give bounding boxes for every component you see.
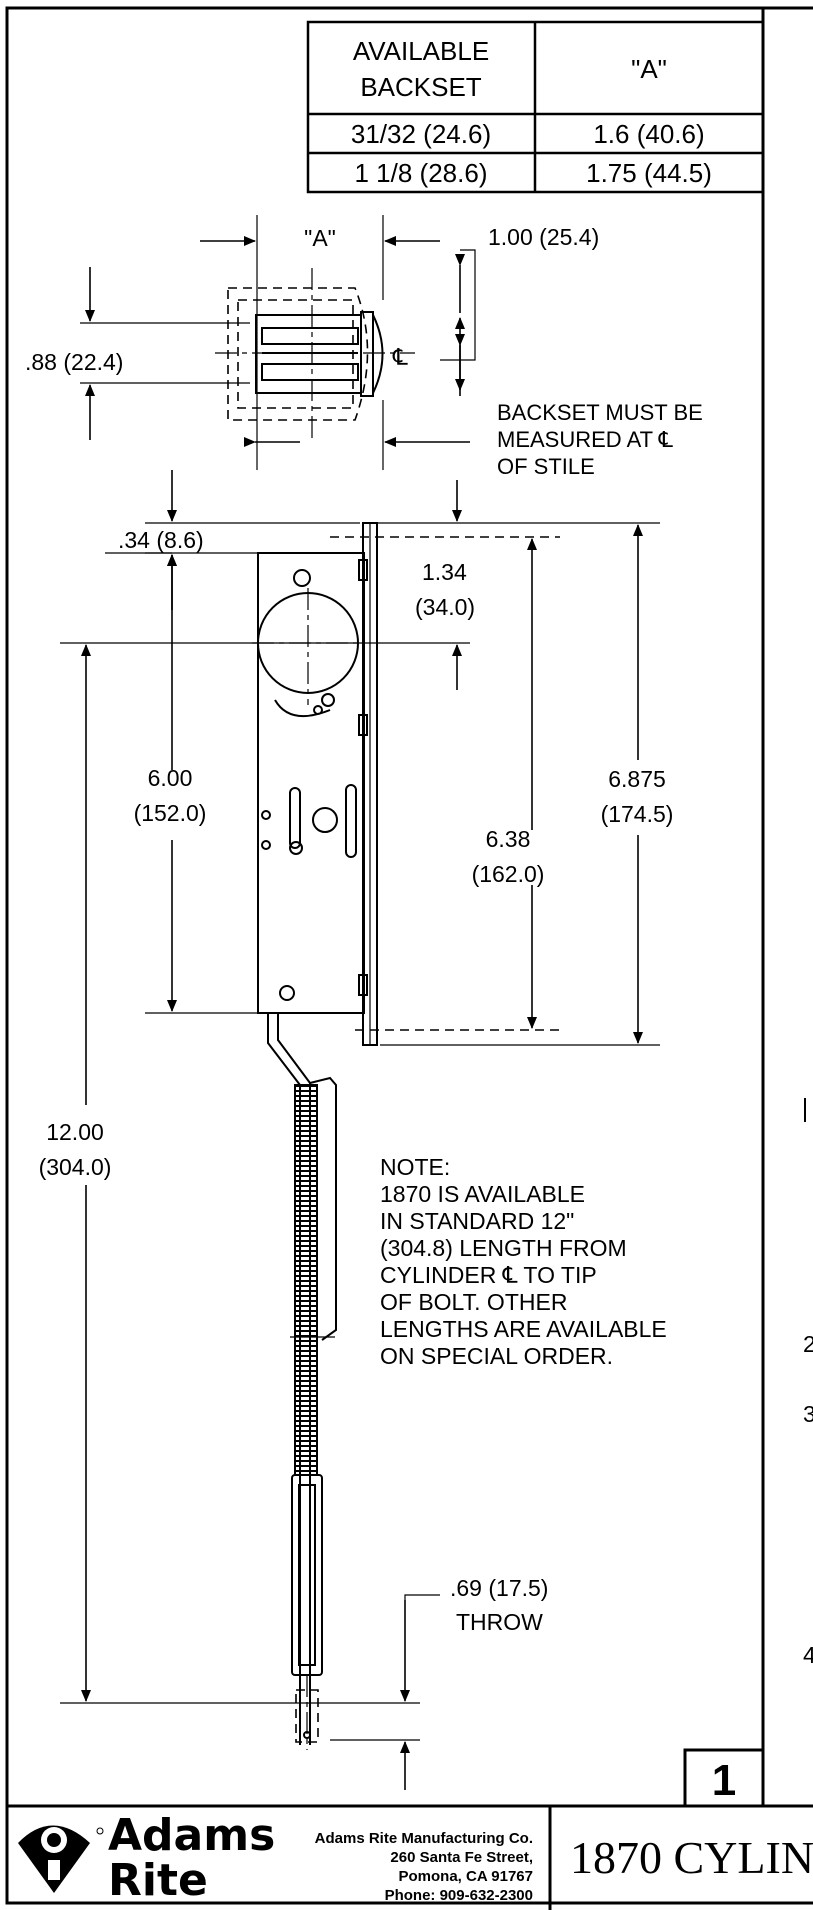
note-line: 1870 IS AVAILABLE: [380, 1181, 585, 1207]
top-dim-a-label: "A": [304, 225, 336, 251]
note-line: (304.8) LENGTH FROM: [380, 1235, 627, 1261]
sheet-number: 1: [712, 1756, 736, 1805]
side-view: .34 (8.6) 1.34 (34.0) 6.00 (152.0) 6.38 …: [39, 470, 674, 1790]
side-dim-cyl-center-line2: (34.0): [415, 594, 475, 620]
margin-mark-2: 2: [803, 1331, 813, 1357]
table-header-backset-line2: BACKSET: [360, 72, 481, 102]
sheet-number-box: 1: [683, 1748, 765, 1808]
company-street: 260 Santa Fe Street,: [390, 1849, 533, 1866]
top-dim-width-label: .88 (22.4): [25, 349, 123, 375]
side-dim-overall-line2: (304.0): [39, 1154, 112, 1180]
side-dim-cyl-center-line1: 1.34: [422, 559, 467, 585]
table-row-2-a: 1.75 (44.5): [586, 158, 712, 188]
brand-line2: Rite: [108, 1855, 208, 1906]
side-dim-throw-line1: .69 (17.5): [450, 1575, 548, 1601]
backset-table: AVAILABLE BACKSET "A" 31/32 (24.6) 1.6 (…: [306, 20, 765, 194]
side-dim-face-line1: 6.875: [608, 766, 666, 792]
company-name: Adams Rite Manufacturing Co.: [315, 1830, 533, 1847]
company-city: Pomona, CA 91767: [399, 1868, 534, 1885]
top-centerline-symbol: ℄: [392, 344, 408, 370]
top-dim-faceplate-label: 1.00 (25.4): [488, 224, 599, 250]
side-dim-throw-line2: THROW: [456, 1609, 543, 1635]
note-line: IN STANDARD 12": [380, 1208, 574, 1234]
side-dim-case-line1: 6.38: [486, 826, 531, 852]
note-line: CYLINDER ℄ TO TIP: [380, 1262, 597, 1288]
margin-mark-3: 3: [803, 1401, 813, 1427]
note-line: NOTE:: [380, 1154, 450, 1180]
table-header-a: "A": [631, 54, 667, 84]
side-dim-body-line2: (152.0): [134, 800, 207, 826]
right-margin-marks: 2 3 4: [803, 1098, 813, 1668]
side-dim-body-line1: 6.00: [148, 765, 193, 791]
note-line: LENGTHS ARE AVAILABLE: [380, 1316, 667, 1342]
side-dim-case-line2: (162.0): [472, 861, 545, 887]
backset-note-line1: BACKSET MUST BE: [497, 400, 703, 425]
margin-mark-4: 4: [803, 1642, 813, 1668]
table-header-backset-line1: AVAILABLE: [353, 36, 489, 66]
top-view: "A" 1.00 (25.4) .88 (22.4) ℄ BACKSET MUS…: [25, 215, 703, 479]
company-phone: Phone: 909-632-2300: [385, 1887, 533, 1904]
sheet-border: [5, 6, 813, 1905]
title-block: Adams Rite Adams Rite Manufacturing Co. …: [18, 1806, 813, 1910]
drawing-title: 1870 CYLIN: [570, 1832, 813, 1883]
side-dim-top-offset-label: .34 (8.6): [118, 527, 204, 553]
note-line: OF BOLT. OTHER: [380, 1289, 567, 1315]
side-dim-overall-line1: 12.00: [46, 1119, 104, 1145]
table-row-1-a: 1.6 (40.6): [593, 119, 704, 149]
side-dim-face-line2: (174.5): [601, 801, 674, 827]
brand-line1: Adams: [108, 1810, 275, 1861]
adams-rite-logo-icon: [18, 1825, 90, 1893]
backset-note-line2: MEASURED AT ℄: [497, 427, 674, 452]
table-row-2-backset: 1 1/8 (28.6): [355, 158, 488, 188]
table-row-1-backset: 31/32 (24.6): [351, 119, 491, 149]
length-note: NOTE: 1870 IS AVAILABLE IN STANDARD 12" …: [380, 1154, 667, 1369]
backset-note-line3: OF STILE: [497, 454, 595, 479]
note-line: ON SPECIAL ORDER.: [380, 1343, 613, 1369]
